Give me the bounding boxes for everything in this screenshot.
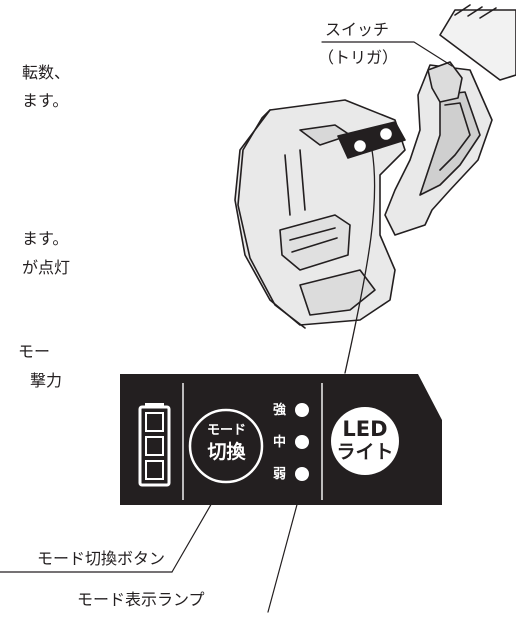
mode-button-label-line2: 切換: [207, 441, 246, 463]
body-text-line-6: 撃力: [30, 371, 63, 390]
mode-lamp-callout-label: モード表示ランプ: [77, 590, 205, 609]
lamp-weak-label: 弱: [273, 467, 287, 482]
lamp-weak-dot: [295, 467, 309, 481]
switch-callout-label: スイッチ: [325, 20, 390, 39]
body-text-line-4: が点灯: [22, 258, 71, 277]
switch-callout-sublabel: （トリガ）: [318, 48, 399, 67]
mode-button-label-line1: モード: [206, 423, 246, 438]
led-button-circle: [331, 407, 399, 475]
body-text-line-5: モー: [18, 342, 51, 361]
lamp-medium-dot: [295, 435, 309, 449]
body-text-line-1: 転数、: [22, 63, 71, 82]
lamp-strong-label: 強: [273, 403, 287, 418]
lamp-medium-label: 中: [273, 435, 287, 450]
body-text-line-2: ます。: [22, 91, 69, 110]
led-button-label-line2: ライト: [336, 441, 394, 463]
body-text-line-3: ます。: [22, 229, 69, 248]
mode-button-ring: [188, 408, 264, 484]
battery-gauge-icon: [138, 403, 171, 487]
mode-button-callout-label: モード切換ボタン: [37, 549, 166, 568]
led-button-label-line1: LED: [342, 417, 388, 441]
lamp-strong-dot: [295, 403, 309, 417]
